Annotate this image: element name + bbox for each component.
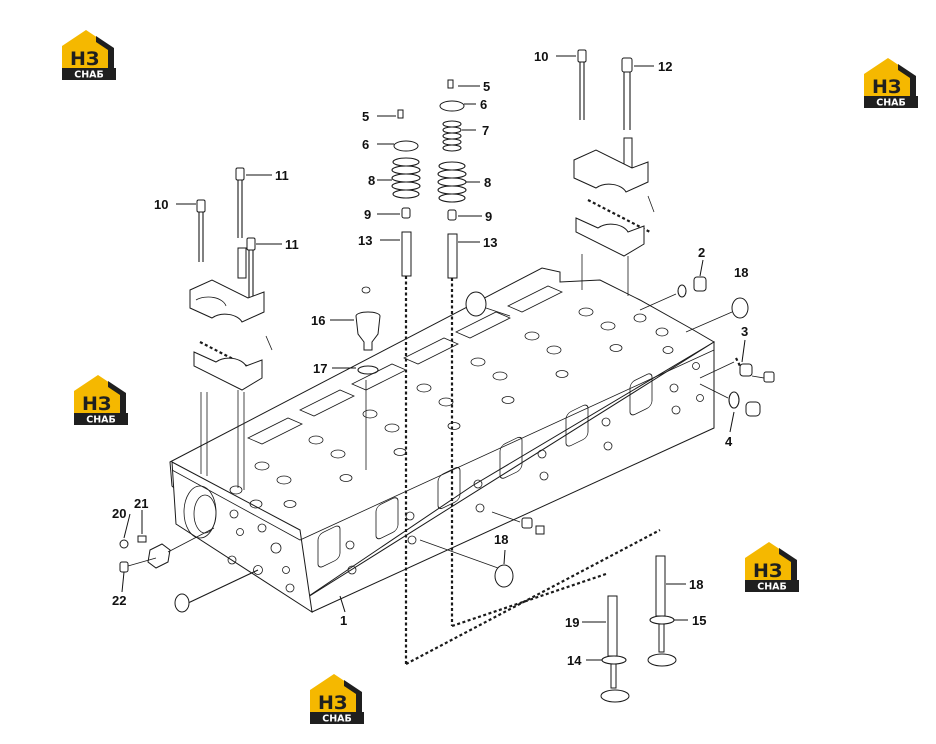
callout-label: 1: [340, 613, 347, 628]
callout-label: 18: [734, 265, 748, 280]
bearing-cap-right: [573, 49, 655, 296]
callout-label: 14: [567, 653, 582, 668]
callout-label: 19: [565, 615, 579, 630]
callout-label: 6: [480, 97, 487, 112]
callout-label: 9: [485, 209, 492, 224]
brand-logo-watermark: HЗ СНАБ: [745, 540, 801, 592]
callout-label: 2: [698, 245, 705, 260]
brand-logo-watermark: HЗ СНАБ: [864, 56, 920, 108]
brand-logo-watermark: HЗ СНАБ: [62, 28, 118, 80]
valves-bottom: [174, 291, 749, 703]
callout-label: 8: [368, 173, 375, 188]
callout-label: 22: [112, 593, 126, 608]
logo-wordmark: СНАБ: [86, 415, 116, 426]
callout-label: 13: [358, 233, 372, 248]
callout-label: 8: [484, 175, 491, 190]
logo-mark-letters: HЗ: [82, 393, 111, 415]
logo-wordmark: СНАБ: [757, 582, 787, 593]
callout-label: 5: [362, 109, 369, 124]
logo-wordmark: СНАБ: [876, 98, 906, 109]
logo-mark-letters: HЗ: [872, 76, 901, 98]
valve-train-left: [391, 109, 661, 665]
callout-label: 11: [285, 237, 299, 252]
callout-label: 18: [494, 532, 508, 547]
callout-label: 13: [483, 235, 497, 250]
logo-wordmark: СНАБ: [74, 70, 104, 81]
injector-sleeve: [355, 286, 381, 470]
callout-label: 15: [692, 613, 706, 628]
callout-label: 11: [275, 168, 289, 183]
callout-label: 17: [313, 361, 327, 376]
side-fittings: [119, 276, 775, 573]
callout-label: 5: [483, 79, 490, 94]
logo-mark-letters: HЗ: [318, 692, 347, 714]
bearing-cap-left: [189, 167, 273, 490]
callout-label: 10: [534, 49, 548, 64]
callout-label: 20: [112, 506, 126, 521]
logo-mark-letters: HЗ: [753, 560, 782, 582]
logo-wordmark: СНАБ: [322, 714, 352, 725]
callout-label: 16: [311, 313, 325, 328]
callout-label: 9: [364, 207, 371, 222]
callout-label: 4: [725, 434, 733, 449]
leader-lines: [121, 55, 746, 661]
cylinder-head-block: [169, 267, 715, 614]
callout-label: 10: [154, 197, 168, 212]
callout-label: 7: [482, 123, 489, 138]
brand-logo-watermark: HЗ СНАБ: [74, 373, 130, 425]
callout-label: 6: [362, 137, 369, 152]
logo-mark-letters: HЗ: [70, 48, 99, 70]
valve-train-right: [437, 79, 607, 628]
callout-label: 12: [658, 59, 672, 74]
callout-labels: 1 2 3 4 5 5 6 6 7 8 8 9 9 10 10 11 11 12…: [112, 49, 748, 668]
brand-logo-watermark: HЗ СНАБ: [310, 672, 366, 724]
callout-label: 3: [741, 324, 748, 339]
callout-label: 21: [134, 496, 148, 511]
callout-label: 18: [689, 577, 703, 592]
